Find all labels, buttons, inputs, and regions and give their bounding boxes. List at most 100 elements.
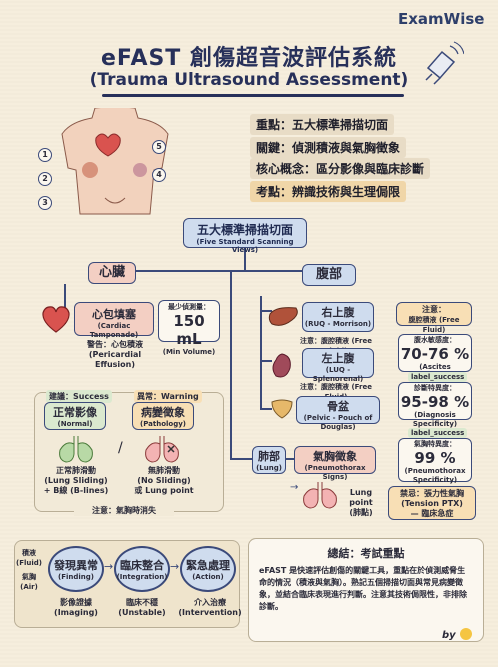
side-fluid-en: (Fluid)	[16, 559, 42, 567]
normal-description: 正常肺滑動 (Lung Sliding) + B線 (B-lines)	[36, 466, 116, 496]
view-number-1: 1	[38, 148, 52, 162]
ascites-sensitivity-value: 70-76 %	[400, 345, 470, 363]
normal-desc3: + B線 (B-lines)	[43, 486, 109, 495]
integration-below-label: 臨床不穩	[126, 598, 158, 607]
pelvis-box: 骨盆 (Pelvic - Pouch of Douglas)	[296, 396, 380, 431]
arrow-icon: →	[104, 560, 114, 573]
pelvis-icon	[270, 398, 294, 420]
normal-desc2: (Lung Sliding)	[44, 476, 108, 485]
connector	[262, 360, 272, 362]
heart-icon	[40, 304, 72, 334]
torso-illustration	[50, 106, 180, 218]
central-sub: (Five Standard Scanning Views)	[196, 238, 294, 254]
ruq-free-fluid-note: 注意： 腹腔積液 (Free Fluid)	[396, 302, 472, 334]
ptx-spec-sub1: (Pneumothorax	[404, 467, 466, 475]
integration-sub: (Integration)	[116, 573, 168, 581]
lung-point-label: Lung point (肺點)	[340, 488, 382, 518]
min-volume-label: 最少偵測量：	[168, 303, 210, 311]
finding-label: 發現異常	[54, 559, 98, 572]
connector	[64, 284, 66, 324]
view-number-4: 4	[152, 168, 166, 182]
pericardial-warning-label: 警告：心包積液	[87, 340, 143, 349]
page-subtitle: (Trauma Ultrasound Assessment)	[89, 70, 409, 90]
integration-label: 臨床整合	[120, 559, 164, 572]
ascites-sensitivity-label: 腹水敏感度：	[414, 336, 456, 344]
pathology-sub: (Pathology)	[140, 420, 186, 428]
lung-point-text: Lung point	[349, 488, 373, 507]
diagnosis-specificity-value: 95-98 %	[400, 393, 470, 411]
heart-header: 心臟	[88, 262, 136, 284]
lung-note: 注意：氣胸時消失	[74, 506, 174, 516]
byline: by	[442, 630, 456, 641]
view-number-2: 2	[38, 172, 52, 186]
action-label: 緊急處理	[186, 559, 230, 572]
ultrasound-probe-icon	[420, 38, 465, 86]
pneumothorax-label: 氣胸徵象	[313, 450, 357, 463]
side-air: 氣胸	[22, 573, 36, 581]
min-volume-value: 150 mL	[173, 312, 205, 348]
normal-label: 正常影像	[53, 406, 97, 419]
view-number-5: 5	[152, 140, 166, 154]
view-number-3: 3	[38, 196, 52, 210]
pelvis-label: 骨盆	[327, 400, 349, 413]
connector	[230, 270, 232, 460]
min-volume-box: 最少偵測量： 150 mL (Min Volume)	[158, 300, 220, 356]
min-volume-sub: (Min Volume)	[162, 348, 216, 356]
collapsed-lungs-icon	[142, 432, 182, 464]
pathology-box: 病變徵象 (Pathology)	[132, 402, 194, 430]
abdomen-header: 腹部	[302, 264, 356, 286]
diagnosis-specificity-sub: (Diagnosis Specificity)	[412, 411, 458, 428]
lungs-icon	[300, 478, 340, 510]
tension-sub2: — 臨床急症	[410, 509, 454, 518]
pathology-desc3: 或 Lung point	[134, 486, 194, 495]
title-underline	[102, 94, 404, 97]
normal-box: 正常影像 (Normal)	[44, 402, 106, 430]
side-air-en: (Air)	[20, 583, 38, 591]
spleen-icon	[270, 352, 294, 380]
integration-below: 臨床不穩 (Unstable)	[112, 598, 172, 618]
pneumothorax-specificity-box: 氣胸特異度： 99 % (Pneumothorax Specificity)	[398, 438, 472, 484]
ptx-spec-label: 氣胸特異度：	[414, 440, 456, 448]
diagnosis-specificity-label: 診斷特異度：	[414, 384, 456, 392]
connector	[262, 310, 272, 312]
specificity-tag: label_success	[408, 372, 468, 382]
cardiac-tamponade-label: 心包填塞	[92, 308, 136, 321]
key-point-focus: 重點：五大標準掃描切面	[250, 114, 395, 135]
liver-icon	[268, 306, 300, 328]
connector	[232, 458, 254, 460]
cardiac-tamponade-sub: (Cardiac Tamponade)	[89, 322, 139, 339]
ptx-spec-value: 99 %	[414, 449, 456, 467]
pathology-desc1: 無肺滑動	[148, 466, 180, 475]
action-below-label: 介入治療	[194, 598, 226, 607]
ptx-spec-sub2: Specificity)	[412, 476, 458, 484]
lung-header: 肺部 (Lung)	[252, 446, 286, 474]
author-logo-icon	[458, 626, 474, 642]
flow-step-action: 緊急處理 (Action)	[180, 546, 236, 592]
finding-below-label: 影像證據	[60, 598, 92, 607]
arrow-icon: →	[170, 560, 180, 573]
luq-label: 左上腹	[321, 352, 355, 365]
flow-step-integration: 臨床整合 (Integration)	[114, 546, 170, 592]
action-below-sub: (Intervention)	[178, 608, 242, 617]
healthy-lungs-icon	[56, 432, 96, 464]
normal-tag: 建議：Success	[46, 390, 112, 403]
arrow-icon: →	[290, 482, 299, 493]
finding-below-sub: (Imaging)	[54, 608, 98, 617]
key-point-key: 關鍵：偵測積液與氣胸徵象	[250, 137, 407, 158]
tension-ptx-box: 禁忌：張力性氣胸 (Tension PTX) — 臨床急症	[388, 486, 476, 520]
pathology-label: 病變徵象	[141, 406, 185, 419]
finding-sub: (Finding)	[58, 573, 94, 581]
key-point-exam: 考點：辨識技術與生理侷限	[250, 181, 407, 202]
integration-below-sub: (Unstable)	[118, 608, 166, 617]
action-sub: (Action)	[192, 573, 224, 581]
pericardial-warning: 警告：心包積液 (Pericardial Effusion)	[70, 340, 160, 370]
summary-text: eFAST 是快速評估創傷的關鍵工具，重點在於偵測威脅生命的情況（積液與氣胸）。…	[259, 566, 467, 611]
finding-below: 影像證據 (Imaging)	[46, 598, 106, 618]
pathology-tag: 異常：Warning	[134, 390, 202, 403]
lung-header-sub: (Lung)	[256, 464, 282, 472]
page-title: eFAST 創傷超音波評估系統	[101, 46, 397, 71]
tension-label: 禁忌：張力性氣胸	[400, 489, 464, 498]
central-node: 五大標準掃描切面 (Five Standard Scanning Views)	[183, 218, 307, 254]
pathology-description: 無肺滑動 (No Sliding) 或 Lung point	[124, 466, 204, 496]
connector	[260, 296, 262, 410]
